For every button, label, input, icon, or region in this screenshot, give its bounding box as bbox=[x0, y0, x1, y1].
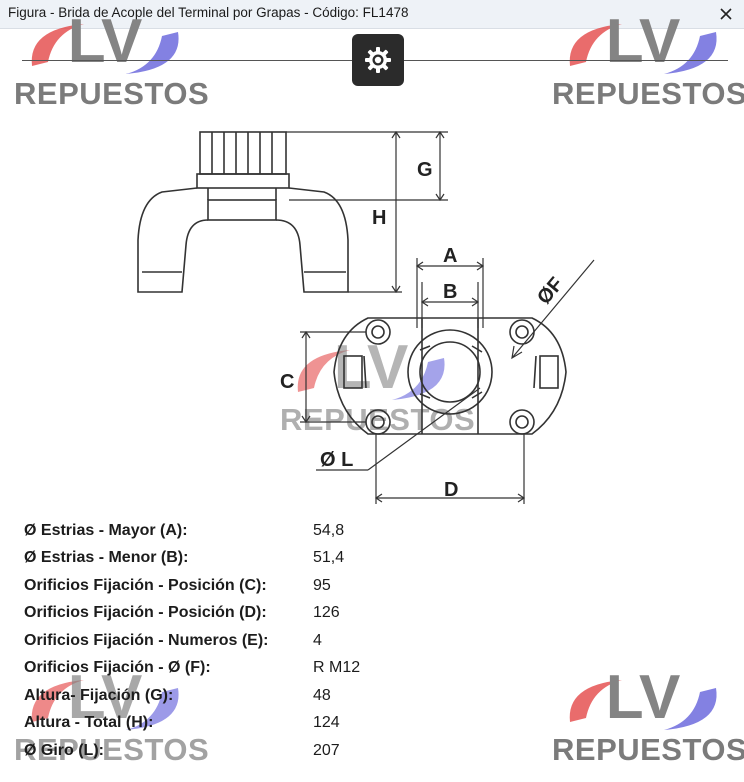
label-d: D bbox=[444, 479, 458, 501]
watermark-word: REPUESTOS bbox=[280, 402, 476, 437]
spec-value: 126 bbox=[313, 604, 340, 621]
window-title: Figura - Brida de Acople del Terminal po… bbox=[8, 5, 409, 20]
spec-label: Ø Giro (L): bbox=[24, 742, 104, 759]
spec-value: 95 bbox=[313, 577, 331, 594]
watermark-word: REPUESTOS bbox=[14, 76, 210, 111]
label-h: H bbox=[372, 207, 386, 229]
spec-value: 4 bbox=[313, 632, 322, 649]
watermark-lv: LV bbox=[605, 663, 681, 732]
spec-label: Ø Estrias - Menor (B): bbox=[24, 549, 189, 566]
watermark-logo-top-right: LV REPUESTOS bbox=[552, 7, 744, 111]
technical-drawing: G H A B ØF C Ø L D bbox=[137, 130, 595, 504]
watermark-word: REPUESTOS bbox=[14, 732, 210, 767]
spec-label: Orificios Fijación - Numeros (E): bbox=[24, 632, 269, 649]
title-bar: Figura - Brida de Acople del Terminal po… bbox=[0, 0, 744, 29]
label-b: B bbox=[443, 281, 457, 303]
spec-value: 54,8 bbox=[313, 522, 345, 539]
dimension-line-l bbox=[316, 387, 481, 471]
spec-label: Altura - Total (H): bbox=[24, 714, 154, 731]
watermark-lv: LV bbox=[67, 663, 143, 732]
spec-label: Orificios Fijación - Posición (C): bbox=[24, 577, 267, 594]
dimension-line-d bbox=[374, 434, 526, 504]
spec-value: 48 bbox=[313, 687, 331, 704]
spec-label: Orificios Fijación - Posición (D): bbox=[24, 604, 267, 621]
settings-button[interactable] bbox=[352, 34, 404, 86]
side-view bbox=[137, 131, 349, 293]
spec-label: Altura- Fijación (G): bbox=[24, 687, 174, 704]
spec-value: 51,4 bbox=[313, 549, 345, 566]
spec-value: 207 bbox=[313, 742, 340, 759]
watermark-word: REPUESTOS bbox=[552, 732, 744, 767]
dimension-line-c bbox=[300, 330, 366, 424]
watermark-logo-bottom-right: LV REPUESTOS bbox=[552, 663, 744, 767]
label-a: A bbox=[443, 245, 457, 267]
watermark-logo-bottom-left: LV REPUESTOS bbox=[14, 663, 210, 767]
spec-value: 124 bbox=[313, 714, 340, 731]
spec-label: Orificios Fijación - Ø (F): bbox=[24, 659, 211, 676]
watermark-logo-top-left: LV REPUESTOS bbox=[14, 7, 210, 111]
label-f: ØF bbox=[533, 273, 568, 308]
label-g: G bbox=[417, 159, 433, 181]
spec-label: Ø Estrias - Mayor (A): bbox=[24, 522, 188, 539]
watermark-word: REPUESTOS bbox=[552, 76, 744, 111]
label-c: C bbox=[280, 371, 294, 393]
watermark-lv: LV bbox=[333, 333, 409, 402]
watermark-lv: LV bbox=[67, 7, 143, 76]
spec-value: R M12 bbox=[313, 659, 361, 676]
close-icon[interactable] bbox=[714, 2, 738, 26]
dimension-line-f bbox=[511, 259, 595, 360]
label-l: Ø L bbox=[320, 449, 353, 471]
watermark-lv: LV bbox=[605, 7, 681, 76]
watermark-logo-center: LV REPUESTOS bbox=[280, 333, 476, 437]
front-view bbox=[333, 317, 567, 435]
dimension-lines-ab bbox=[415, 258, 485, 328]
dimension-lines-gh bbox=[286, 130, 448, 294]
gear-icon bbox=[365, 47, 391, 73]
